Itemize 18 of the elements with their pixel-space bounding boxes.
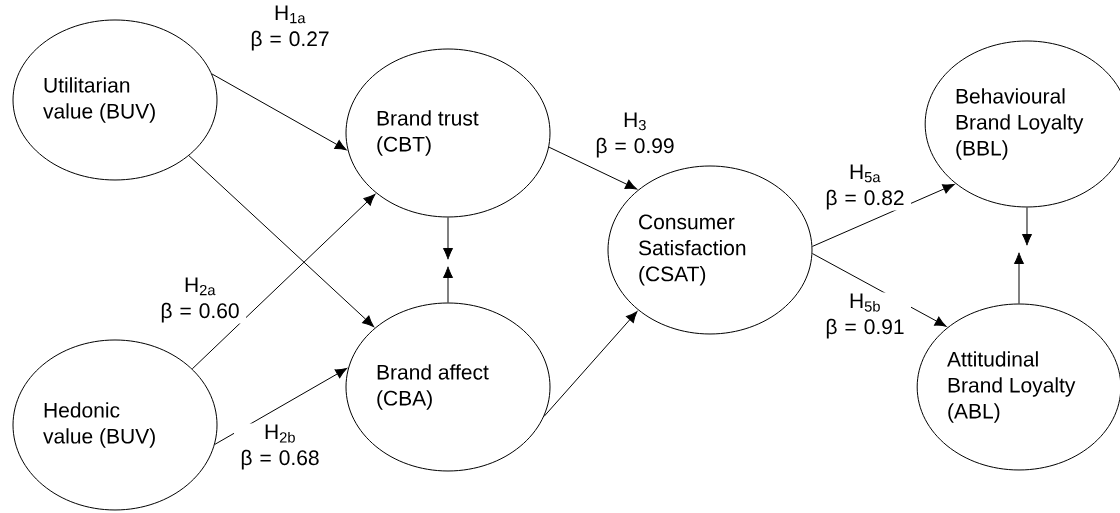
arrow xyxy=(188,155,375,327)
arrow xyxy=(1021,207,1033,246)
arrow xyxy=(811,253,947,327)
edge-label: H$_{3}$ β = 0.99 xyxy=(589,111,681,159)
arrow xyxy=(191,194,376,370)
arrow xyxy=(548,146,637,190)
arrow xyxy=(442,266,454,303)
edge-label: H$_{2b}$ β = 0.68 xyxy=(234,423,326,471)
edge-label: H$_{5b}$ β = 0.91 xyxy=(819,292,911,340)
arrow xyxy=(211,73,347,151)
arrow xyxy=(214,368,348,445)
arrow xyxy=(442,217,454,260)
arrow xyxy=(1013,252,1025,304)
arrow xyxy=(543,311,638,417)
edge-label: H$_{2a}$ β = 0.60 xyxy=(154,276,246,324)
edge-label: H$_{1a}$ β = 0.27 xyxy=(244,4,336,52)
edge-label: H$_{5a}$ β = 0.82 xyxy=(819,163,911,211)
arrow xyxy=(811,184,955,247)
